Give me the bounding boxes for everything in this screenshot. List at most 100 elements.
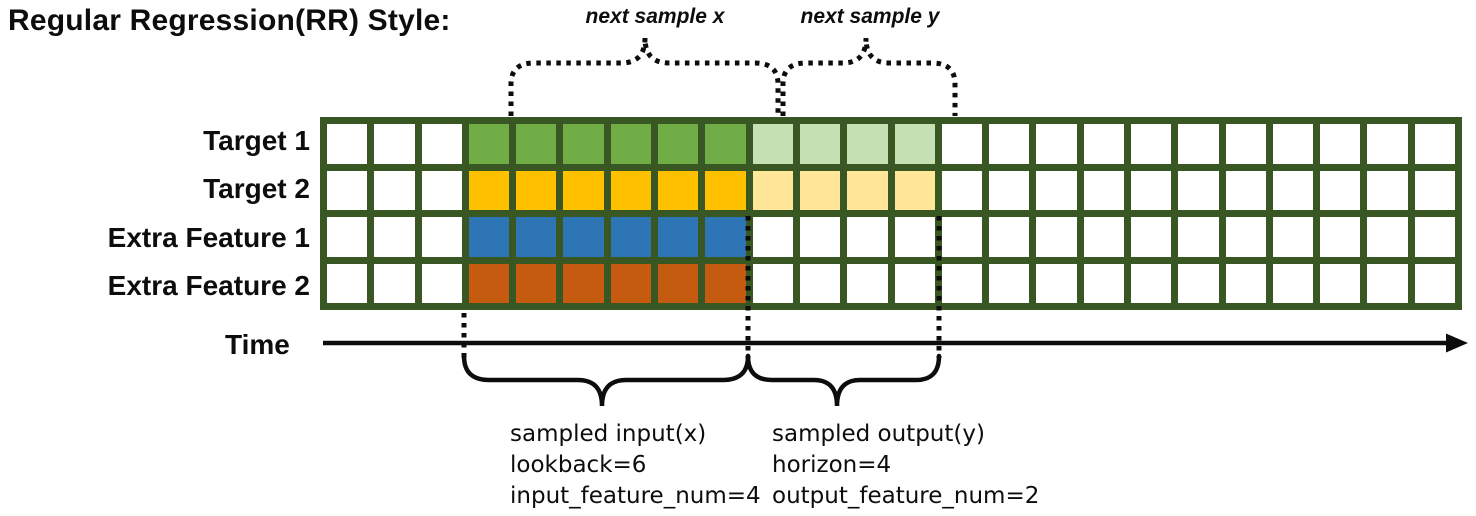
grid-cell: [1272, 170, 1314, 210]
grid-cell: [1130, 217, 1172, 257]
grid-cell: [752, 263, 793, 303]
grid-cell: [468, 217, 510, 257]
grid-cell: [799, 170, 841, 210]
grid-cell: [1367, 124, 1408, 164]
grid-cell: [894, 170, 935, 210]
grid-cell: [658, 217, 699, 257]
grid-cell: [516, 170, 557, 210]
grid-cell: [516, 124, 557, 164]
grid-cell: [563, 124, 604, 164]
row-label-target-1: Target 1: [203, 125, 310, 157]
grid-cell: [327, 217, 368, 257]
sampled-output-annotation: sampled output(y) horizon=4 output_featu…: [772, 419, 1039, 512]
grid-cell: [610, 170, 652, 210]
grid-cell: [327, 263, 368, 303]
grid-cell: [847, 124, 888, 164]
grid-cell: [1178, 124, 1219, 164]
input-feature-num-line: input_feature_num=4: [510, 483, 761, 509]
grid-cell: [468, 170, 510, 210]
grid-cell: [1367, 170, 1408, 210]
grid-cell: [1225, 217, 1266, 257]
grid-cell: [989, 124, 1030, 164]
grid-cell: [752, 217, 793, 257]
grid-cell: [610, 217, 652, 257]
next-sample-y-label: next sample y: [800, 5, 940, 28]
grid-cell: [847, 217, 888, 257]
grid-cell: [1272, 124, 1314, 164]
grid-cell: [1225, 263, 1266, 303]
grid-cell: [1414, 217, 1455, 257]
grid-cell: [1036, 124, 1077, 164]
lookback-line: lookback=6: [510, 452, 647, 478]
grid-cell: [941, 124, 983, 164]
grid-cell: [1036, 217, 1077, 257]
grid-cell: [563, 217, 604, 257]
grid-cell: [516, 217, 557, 257]
grid-cell: [327, 170, 368, 210]
next-sample-x-label: next sample x: [585, 5, 725, 28]
grid-cell: [1083, 263, 1124, 303]
grid-cell: [1130, 124, 1172, 164]
grid-cell: [752, 170, 793, 210]
grid-cell: [1178, 263, 1219, 303]
grid-cell: [1178, 170, 1219, 210]
grid-cell: [1178, 217, 1219, 257]
row-label-extra-feature-2: Extra Feature 2: [107, 269, 310, 301]
grid-cell: [563, 170, 604, 210]
grid-cell: [799, 124, 841, 164]
grid-cell: [374, 170, 415, 210]
grid-cell: [894, 124, 935, 164]
grid-cell: [658, 170, 699, 210]
sampled-input-brace: [461, 353, 751, 407]
grid-cell: [563, 263, 604, 303]
grid-cell: [658, 124, 699, 164]
grid-cell: [705, 217, 746, 257]
grid-cell: [1367, 217, 1408, 257]
grid-cell: [894, 217, 935, 257]
grid-cell: [1414, 263, 1455, 303]
grid-cell: [1225, 170, 1266, 210]
grid-cell: [1414, 124, 1455, 164]
next-sample-x-brace: [508, 37, 781, 116]
grid-cell: [421, 170, 462, 210]
sampled-input-line: sampled input(x): [510, 421, 707, 447]
grid-cell: [705, 263, 746, 303]
grid-cell: [941, 170, 983, 210]
grid-cell: [1130, 170, 1172, 210]
grid-cell: [752, 124, 793, 164]
grid-cell: [1320, 124, 1361, 164]
grid-cell: [1130, 263, 1172, 303]
grid-cell: [374, 217, 415, 257]
time-axis-arrowhead: [1446, 333, 1468, 353]
grid-cell: [1083, 170, 1124, 210]
grid-cell: [327, 124, 368, 164]
grid-cell: [421, 263, 462, 303]
grid-cell: [1225, 124, 1266, 164]
sampled-input-annotation: sampled input(x) lookback=6 input_featur…: [510, 419, 761, 512]
grid-cell: [705, 124, 746, 164]
grid-cell: [799, 217, 841, 257]
grid-cell: [1272, 217, 1314, 257]
grid-cell: [610, 124, 652, 164]
grid-cell: [374, 263, 415, 303]
grid-cell: [1083, 124, 1124, 164]
grid-cell: [468, 124, 510, 164]
grid-cell: [1320, 170, 1361, 210]
grid-cell: [1320, 263, 1361, 303]
row-labels: Target 1 Target 2 Extra Feature 1 Extra …: [0, 117, 310, 310]
grid-cell: [421, 217, 462, 257]
grid-cell: [1036, 263, 1077, 303]
grid-cell: [847, 170, 888, 210]
grid-cell: [610, 263, 652, 303]
row-label-target-2: Target 2: [203, 173, 310, 205]
grid-cell: [941, 263, 983, 303]
next-sample-y-brace: [780, 37, 958, 116]
grid-cell: [1320, 217, 1361, 257]
time-axis-label: Time: [225, 329, 290, 360]
row-label-extra-feature-1: Extra Feature 1: [107, 221, 310, 253]
grid-cell: [1036, 170, 1077, 210]
grid-cell: [1367, 263, 1408, 303]
grid-cell: [1414, 170, 1455, 210]
sampled-output-brace: [745, 353, 942, 407]
